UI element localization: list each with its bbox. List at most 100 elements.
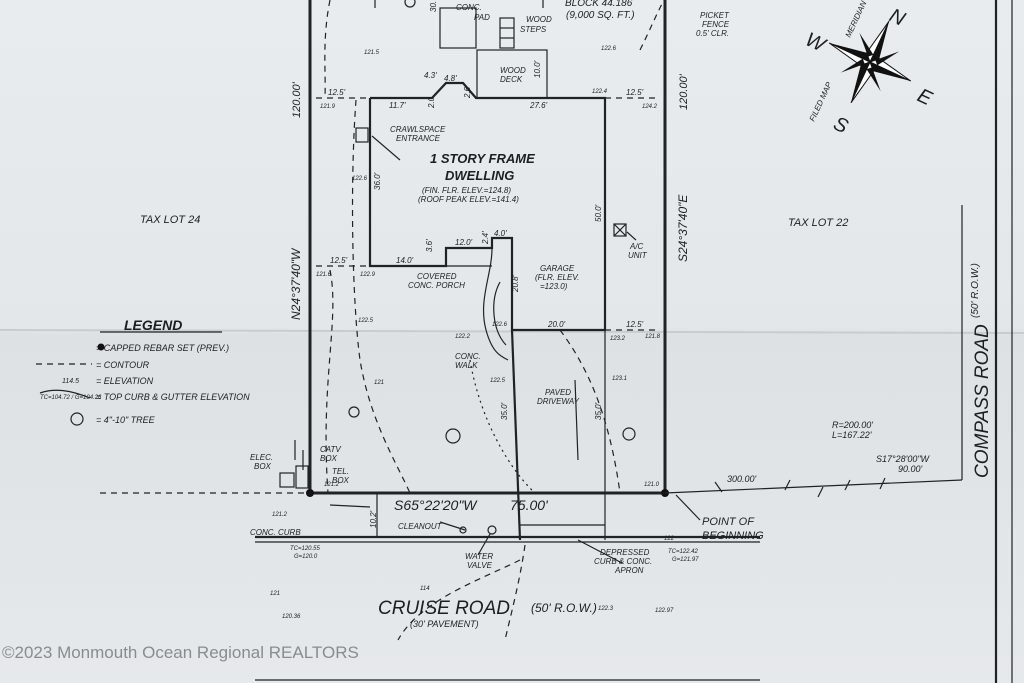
conc-curb-label: CONC. CURB xyxy=(250,528,301,537)
svg-text:20.8': 20.8' xyxy=(511,274,520,293)
wood-deck xyxy=(476,49,548,99)
crawlspace-label-2: ENTRANCE xyxy=(396,134,441,143)
tree-icon xyxy=(445,428,461,444)
ac-unit xyxy=(613,223,627,237)
cleanout-label: CLEANOUT xyxy=(398,522,443,531)
depressed-curb-label-2: CURB & CONC. xyxy=(594,557,652,566)
svg-text:121.2: 121.2 xyxy=(272,512,288,518)
picket-fence-label: PICKET xyxy=(700,11,730,20)
cruise-road-label: CRUISE ROAD xyxy=(378,598,510,619)
svg-text:114: 114 xyxy=(420,586,430,592)
legend-symbol-elevation: 114.5 xyxy=(62,378,79,385)
ac-unit-label: A/C xyxy=(629,242,644,251)
svg-text:121.5: 121.5 xyxy=(364,50,380,56)
svg-text:27.6': 27.6' xyxy=(529,101,548,110)
compass-road-label: COMPASS ROAD xyxy=(972,324,993,478)
tree-icon xyxy=(622,427,636,441)
svg-text:120.36: 120.36 xyxy=(282,614,301,620)
svg-text:35.0': 35.0' xyxy=(594,402,603,420)
bearing-right: S24°37'40"E xyxy=(676,194,690,262)
point-of-beginning-2: BEGINNING xyxy=(702,530,764,542)
svg-text:4.3': 4.3' xyxy=(424,71,437,80)
leader-lines xyxy=(329,135,701,564)
curve-length: L=167.22' xyxy=(832,430,872,440)
filed-map-label: FILED MAP xyxy=(808,80,834,123)
legend-symbol-curb: TC=104.72 / G=104.26 xyxy=(40,395,102,401)
svg-text:12.0': 12.0' xyxy=(455,238,473,247)
wood-steps-label: WOOD xyxy=(526,15,552,24)
block-label: BLOCK 44.186 xyxy=(565,0,633,9)
fin-flr-label: (FIN. FLR. ELEV.=124.8) xyxy=(422,186,511,195)
property-boundary xyxy=(306,0,669,497)
crawlspace-label: CRAWLSPACE xyxy=(390,125,446,134)
svg-text:122.6: 122.6 xyxy=(601,46,617,52)
legend-item-tree: = 4"-10" TREE xyxy=(96,415,156,425)
covered-porch-label: COVERED xyxy=(417,272,457,281)
svg-text:122: 122 xyxy=(664,536,675,542)
svg-text:2.0: 2.0 xyxy=(427,96,436,109)
svg-text:122.9: 122.9 xyxy=(360,272,376,278)
svg-text:122.4: 122.4 xyxy=(592,89,608,95)
roof-peak-label: (ROOF PEAK ELEV.=141.4) xyxy=(418,195,519,204)
svg-text:4.0': 4.0' xyxy=(494,229,507,238)
paved-driveway-label: PAVED xyxy=(545,388,571,397)
conc-pad-label-2: PAD xyxy=(474,13,490,22)
svg-text:121: 121 xyxy=(374,380,384,386)
svg-text:121.8: 121.8 xyxy=(645,334,661,340)
road-labels: CRUISE ROAD (50' R.O.W.) (30' PAVEMENT) … xyxy=(250,263,993,629)
tel-box-label: TEL. xyxy=(332,467,349,476)
svg-text:122.6: 122.6 xyxy=(352,176,368,182)
length-right: 120.00' xyxy=(678,73,690,110)
spot-elevations: 121.5 122.6 122.4 124.2 121.9 122.6 122.… xyxy=(270,46,675,620)
svg-text:122.2: 122.2 xyxy=(455,334,471,340)
conc-walk-label-2: WALK xyxy=(455,361,478,370)
svg-text:10.2': 10.2' xyxy=(369,510,378,528)
svg-text:122.5: 122.5 xyxy=(358,318,374,324)
elec-box-label: ELEC. xyxy=(250,453,273,462)
crawlspace-entrance xyxy=(355,127,369,143)
tel-box-label-2: BOX xyxy=(332,476,350,485)
dimension-labels: 30. 12.5' 11.7' 4.3' 4.8' 2.0 2.6' 27.6'… xyxy=(328,1,644,528)
tree-icon xyxy=(404,0,416,8)
conc-pad xyxy=(439,7,477,49)
water-valve-label: WATER xyxy=(465,552,493,561)
legend-item-curb: = TOP CURB & GUTTER ELEVATION xyxy=(96,392,250,402)
svg-text:121.2: 121.2 xyxy=(324,482,340,488)
meridian-label: MERIDIAN xyxy=(844,0,869,39)
dwelling-title: 1 STORY FRAME xyxy=(430,151,535,166)
svg-text:123.2: 123.2 xyxy=(610,336,626,342)
distance-90: 90.00' xyxy=(898,464,923,474)
depressed-curb-label: DEPRESSED xyxy=(600,548,650,557)
elec-box-label-2: BOX xyxy=(254,462,272,471)
svg-text:122.3: 122.3 xyxy=(598,606,614,612)
svg-text:122.6: 122.6 xyxy=(492,322,508,328)
svg-text:14.0': 14.0' xyxy=(396,256,414,265)
svg-text:121.9: 121.9 xyxy=(320,104,336,110)
point-of-beginning: POINT OF xyxy=(702,516,755,528)
picket-fence-label-2: FENCE xyxy=(702,20,730,29)
svg-text:121.6: 121.6 xyxy=(316,272,332,278)
legend-symbols xyxy=(36,331,222,426)
svg-text:121.0: 121.0 xyxy=(644,482,660,488)
elec-box xyxy=(279,472,295,488)
svg-text:4.8': 4.8' xyxy=(444,74,457,83)
compass-s: S xyxy=(830,113,852,139)
plan-labels: (9,000 SQ. FT.) BLOCK 44.186 1 STORY FRA… xyxy=(140,0,848,513)
depressed-curb-label-3: APRON xyxy=(614,566,644,575)
distance-300: 300.00' xyxy=(727,474,757,484)
svg-text:10.0': 10.0' xyxy=(533,60,542,78)
compass-road-row: (50' R.O.W.) xyxy=(970,263,981,318)
svg-text:50.0': 50.0' xyxy=(594,204,603,222)
driveway xyxy=(482,247,606,541)
tc-left: TC=120.55 xyxy=(290,546,321,552)
svg-text:2.4': 2.4' xyxy=(481,231,490,245)
legend-item-contour: = CONTOUR xyxy=(96,360,150,370)
svg-text:12.5': 12.5' xyxy=(328,88,346,97)
svg-text:124.2: 124.2 xyxy=(642,104,658,110)
legend-item-elevation: = ELEVATION xyxy=(96,376,154,386)
catv-box xyxy=(295,465,309,489)
gutter-right: G=121.97 xyxy=(672,557,699,563)
svg-text:122.5: 122.5 xyxy=(490,378,506,384)
lot-area-label: (9,000 SQ. FT.) xyxy=(566,10,635,21)
ac-unit-label-2: UNIT xyxy=(628,251,648,260)
